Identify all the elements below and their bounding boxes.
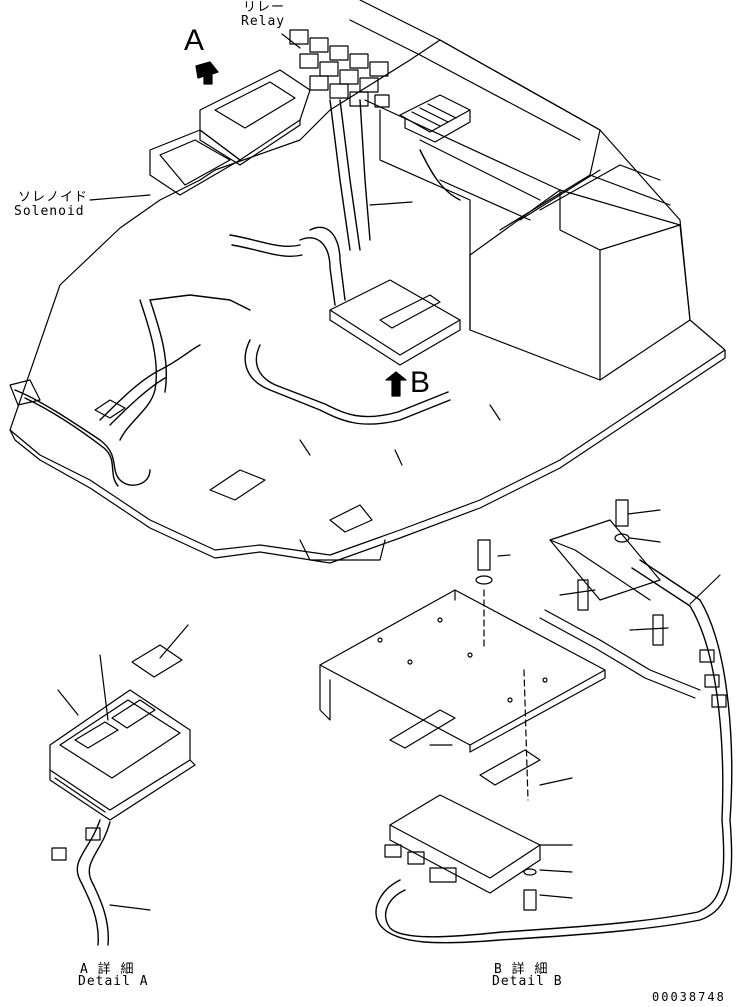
fuse-block <box>400 95 470 142</box>
wire-detail-a <box>77 820 100 945</box>
bolt-1 <box>478 540 490 570</box>
view-b-label: B <box>410 366 431 399</box>
wire-harness-center <box>230 100 460 424</box>
monitor-panel-main <box>150 70 310 195</box>
right-housing <box>470 165 690 380</box>
cover-plate-detail-a <box>132 645 182 677</box>
floor-cutout-2 <box>330 505 372 532</box>
main-assembly <box>10 0 725 563</box>
bolt-2 <box>616 500 628 526</box>
floor-plate <box>10 40 725 555</box>
view-arrow-b <box>386 372 406 396</box>
relay-leader <box>282 34 300 48</box>
monitor-detail-a <box>50 690 190 810</box>
detail-a-drawing <box>50 625 195 945</box>
detail-a-label-en: Detail A <box>78 974 149 989</box>
harness-detail-b <box>376 820 732 943</box>
bolt-3 <box>524 890 536 910</box>
floor-cutout <box>210 470 265 500</box>
back-housing <box>350 0 600 255</box>
relay-label-jp: リレー <box>243 0 286 15</box>
detail-b-drawing <box>320 500 732 943</box>
controller-detail-b <box>390 795 540 878</box>
bracket-plate-detail-b <box>320 590 605 745</box>
view-arrow-a <box>196 62 218 84</box>
solenoid-leader <box>90 195 150 200</box>
detail-a-label-jp: A 詳 細 <box>80 962 135 977</box>
solenoid-label-jp: ソレノイド <box>18 190 89 205</box>
relay-block <box>290 30 389 107</box>
view-a-label: A <box>184 24 205 57</box>
relay-label-en: Relay <box>241 14 286 29</box>
detail-b-label-jp: B 詳 細 <box>494 962 549 977</box>
drawing-number: 00038748 <box>652 990 726 1004</box>
wire-harness-left <box>15 295 250 486</box>
detail-b-label-en: Detail B <box>492 974 563 989</box>
solenoid-label-en: Solenoid <box>14 204 85 219</box>
controller-box-main <box>330 280 460 365</box>
